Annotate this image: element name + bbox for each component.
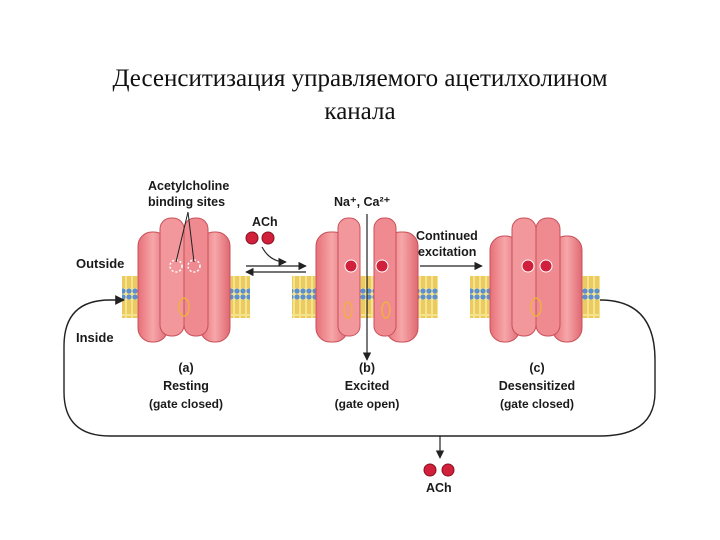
title-line-1: Десенситизация управляемого ацетилхолино… [112,65,608,92]
state-gate: (gate closed) [500,397,574,411]
state-gate: (gate closed) [149,397,223,411]
ach-molecule [441,463,455,477]
channel-excited [315,217,419,343]
binding-site-pointer [187,211,195,263]
state-gate: (gate open) [335,397,400,411]
label-continued-1: Continued [416,229,478,243]
title-line-2: канала [324,98,396,125]
recovery-loop-arrow [63,295,656,437]
ach-curve-arrow [261,246,287,267]
label-continued-2: excitation [418,245,476,259]
state-letter: (a) [178,361,193,375]
slide-title: Десенситизация управляемого ацетилхолино… [0,62,720,128]
ach-molecule [423,463,437,477]
binding-site-pointer [175,211,189,263]
label-binding-sites-2: binding sites [148,195,225,209]
caption-excited: (b) Excited (gate open) [335,361,400,411]
state-name: Excited [345,379,389,393]
state-letter: (c) [529,361,544,375]
label-ach-bottom: ACh [426,481,452,495]
state-letter: (b) [359,361,375,375]
label-binding-sites-1: Acetylcholine [148,179,229,193]
label-inside: Inside [76,330,114,345]
label-ach-top: ACh [252,215,278,229]
ach-molecule [261,231,275,245]
state-name: Desensitized [499,379,575,393]
label-outside: Outside [76,256,124,271]
caption-desensitized: (c) Desensitized (gate closed) [499,361,575,411]
channel-resting [137,217,231,343]
caption-resting: (a) Resting (gate closed) [149,361,223,411]
ach-molecule [245,231,259,245]
label-ions: Na⁺, Ca²⁺ [334,195,391,209]
channel-desensitized [489,217,583,343]
state-name: Resting [163,379,209,393]
